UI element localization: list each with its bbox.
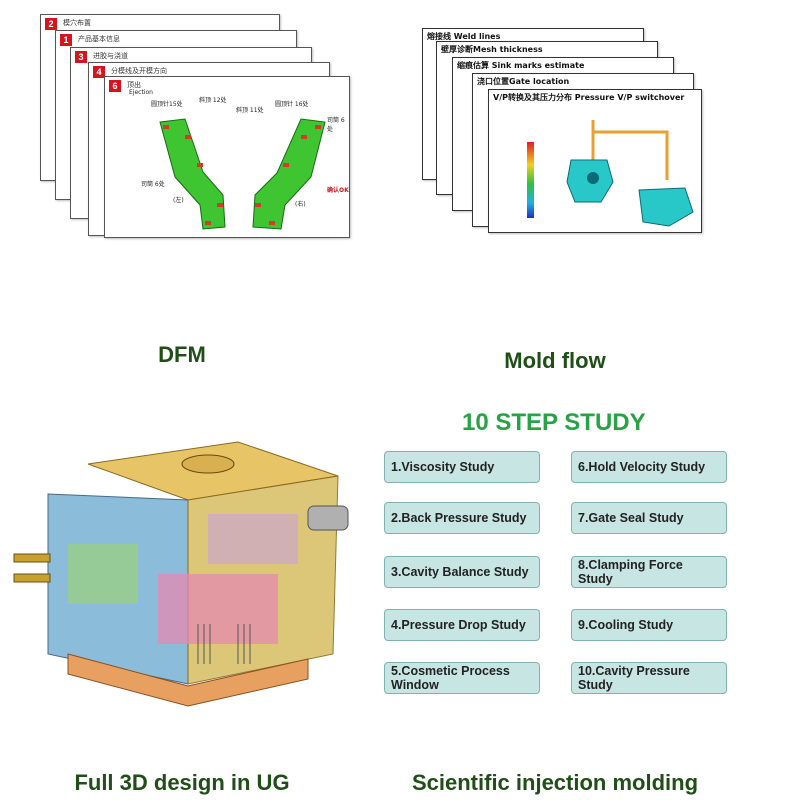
- study-step: 4.Pressure Drop Study: [384, 609, 540, 641]
- study-step: 10.Cavity Pressure Study: [571, 662, 727, 694]
- moldflow-result-image: [527, 120, 694, 227]
- part-label: 圆顶针15处: [151, 101, 183, 108]
- part-label: 斜顶 11处: [236, 107, 264, 114]
- sheet-number: 3: [75, 51, 87, 63]
- sheet-title: 产品基本信息: [78, 35, 120, 43]
- part-label: (右): [295, 201, 306, 208]
- dfm-caption: DFM: [158, 342, 206, 367]
- study-step: 9.Cooling Study: [571, 609, 727, 641]
- study-step: 3.Cavity Balance Study: [384, 556, 540, 588]
- moldflow-sheet-front: V/P转换及其压力分布 Pressure V/P switchover: [488, 89, 702, 233]
- mold-3d-image: [13, 441, 349, 707]
- sheet-title: 壁厚诊断Mesh thickness: [441, 45, 543, 54]
- confirm-label: 确认OK: [327, 187, 349, 194]
- sheet-number: 2: [45, 18, 57, 30]
- sheet-number: 1: [60, 34, 72, 46]
- part-label: 斜顶 12处: [199, 97, 227, 104]
- sheet-title: 进胶与浇道: [93, 52, 128, 60]
- part-label: 圆顶针 16处: [275, 101, 309, 108]
- sheet-title: 浇口位置Gate location: [477, 77, 570, 86]
- sheet-title: 缩痕估算 Sink marks estimate: [457, 61, 585, 70]
- sheet-title: 顶出: [127, 81, 141, 89]
- study-step: 5.Cosmetic Process Window: [384, 662, 540, 694]
- sheet-title: 分模线及开模方向: [111, 67, 167, 75]
- study-step: 6.Hold Velocity Study: [571, 451, 727, 483]
- sheet-title: 熔接线 Weld lines: [427, 32, 501, 41]
- study-step: 8.Clamping Force Study: [571, 556, 727, 588]
- sheet-subtitle: Ejection: [129, 89, 153, 96]
- part-label: 司筒 6处: [327, 117, 345, 133]
- study-step: 7.Gate Seal Study: [571, 502, 727, 534]
- study-step: 1.Viscosity Study: [384, 451, 540, 483]
- study-step: 2.Back Pressure Study: [384, 502, 540, 534]
- moldflow-caption: Mold flow: [504, 348, 606, 373]
- study-caption: Scientific injection molding: [411, 770, 699, 795]
- dfm-part-drawing: [159, 118, 326, 230]
- sheet-title: 模穴布置: [63, 19, 91, 27]
- dfm-sheet-front: 6 顶出 Ejection 圆顶针15处 斜顶 12处 斜顶 11处 圆顶针 1…: [104, 76, 350, 238]
- design-caption: Full 3D design in UG: [74, 770, 290, 795]
- sheet-number: 6: [109, 80, 121, 92]
- sheet-number: 4: [93, 66, 105, 78]
- part-label: (左): [173, 197, 184, 204]
- part-label: 司筒 6处: [141, 181, 165, 188]
- study-title: 10 STEP STUDY: [462, 409, 646, 436]
- sheet-title: V/P转换及其压力分布 Pressure V/P switchover: [493, 93, 685, 102]
